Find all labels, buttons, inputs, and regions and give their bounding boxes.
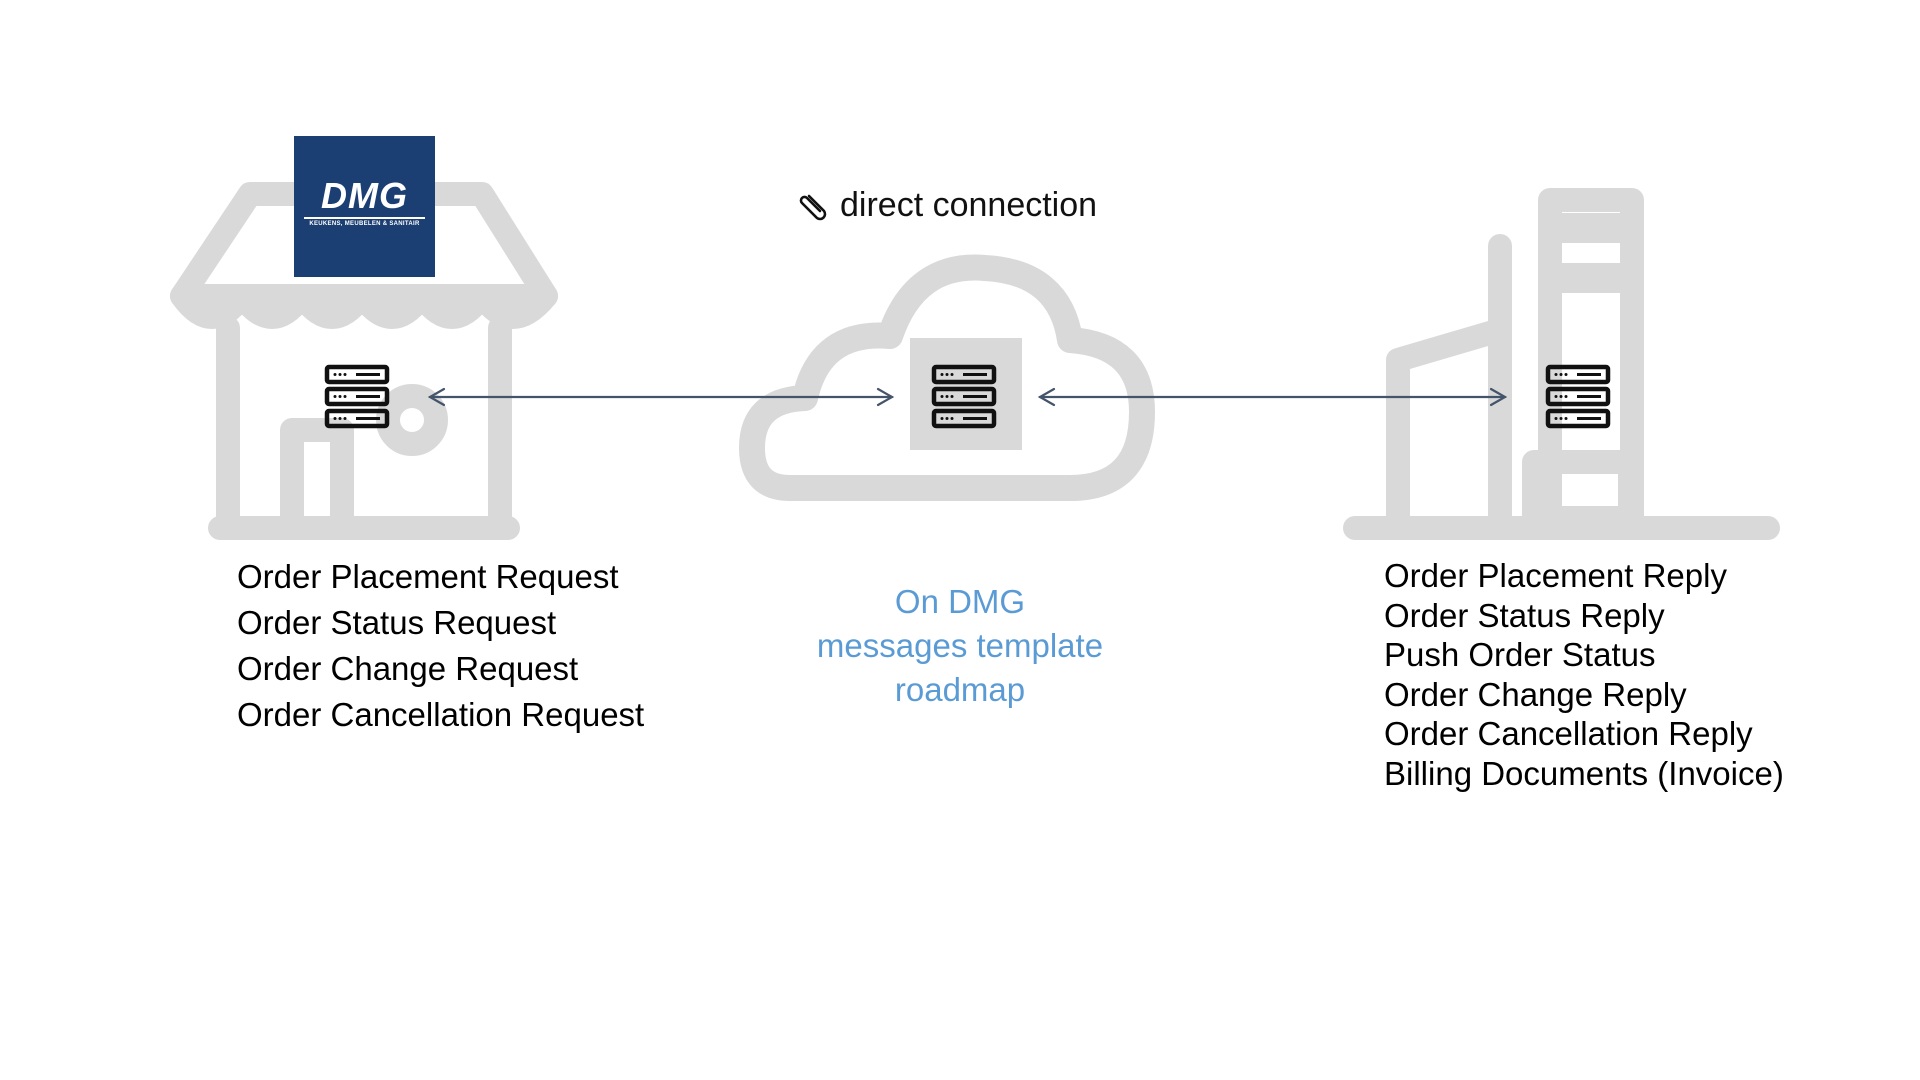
list-item: Order Status Reply (1384, 596, 1665, 634)
logo-rule (304, 217, 425, 219)
platform-note: On DMG messages template roadmap (780, 580, 1140, 712)
list-item: Push Order Status (1384, 636, 1656, 673)
note-line: roadmap (894, 671, 1026, 708)
connection-label: direct connection (840, 185, 1098, 224)
supplier-message-list: Order Placement Reply Order Status Reply… (1384, 556, 1784, 793)
note-line: messages template (816, 627, 1104, 664)
server-icon (327, 367, 387, 426)
note-line: On DMG (894, 583, 1026, 620)
connection-arrows (427, 387, 1508, 407)
list-item: Order Status Request (237, 604, 557, 641)
list-item: Order Cancellation Reply (1384, 715, 1753, 752)
list-item: Billing Documents (Invoice) (1384, 754, 1784, 792)
factory-icon (1343, 188, 1780, 540)
direct-connection: direct connection (796, 180, 1097, 230)
logo-text: DMG (321, 175, 408, 216)
list-item: Order Placement Request (237, 558, 619, 595)
paperclip-icon (799, 194, 827, 221)
list-item: Order Placement Reply (1384, 557, 1727, 594)
retailer-message-list: Order Placement Request Order Status Req… (237, 554, 644, 738)
store-icon (170, 182, 558, 540)
list-item: Order Change Reply (1384, 675, 1687, 713)
cloud-icon (739, 254, 1155, 501)
logo-tagline: KEUKENS, MEUBELEN & SANITAIR (309, 221, 420, 227)
list-item: Order Change Request (237, 650, 579, 687)
dmg-logo: DMG KEUKENS, MEUBELEN & SANITAIR (294, 136, 435, 277)
list-item: Order Cancellation Request (237, 696, 645, 733)
